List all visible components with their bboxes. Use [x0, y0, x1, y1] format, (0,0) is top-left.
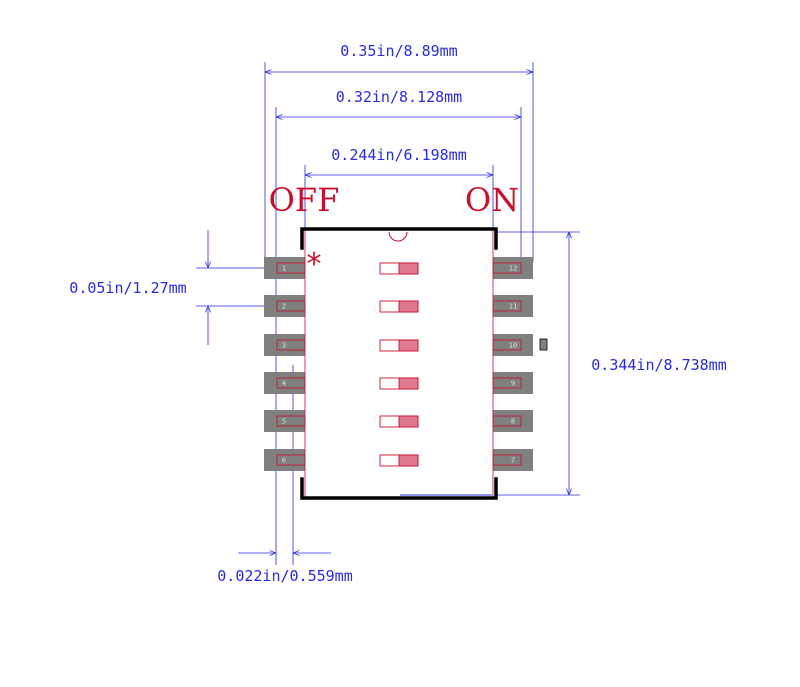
pin-number: 5	[282, 418, 286, 426]
pin-number: 6	[282, 457, 286, 465]
switch-4	[379, 377, 419, 390]
switch-actuator	[398, 262, 419, 275]
pin-number: 10	[509, 342, 517, 350]
switch-actuator	[398, 415, 419, 428]
pad-right-12: 12	[492, 257, 533, 279]
silkscreen-outline	[300, 227, 498, 500]
pad-right-8: 8	[492, 410, 533, 432]
pin-number: 1	[282, 265, 286, 273]
pad-left-5: 5	[264, 410, 306, 432]
pin1-marker: *	[307, 247, 322, 282]
pin-number: 12	[509, 265, 517, 273]
pin-number: 7	[511, 457, 515, 465]
dim-pitch-label: 0.05in/1.27mm	[69, 279, 186, 297]
switch-5	[379, 415, 419, 428]
dim-body-height-label: 0.344in/8.738mm	[591, 356, 726, 374]
pin-number: 8	[511, 418, 515, 426]
switch-actuator	[398, 300, 419, 313]
pad-right-11: 11	[492, 295, 533, 317]
switch-actuator	[398, 454, 419, 467]
pin1-notch	[388, 231, 408, 242]
pad-right-10: 10	[492, 334, 533, 356]
off-label: OFF	[269, 181, 340, 219]
on-label: ON	[465, 181, 519, 219]
pin-number: 9	[511, 380, 515, 388]
dim-body-height	[496, 231, 580, 496]
left-pad-column: 1 2 3 4 5 6	[264, 257, 306, 471]
pad-right-9: 9	[492, 372, 533, 394]
switch-actuator	[398, 339, 419, 352]
switch-1	[379, 262, 419, 275]
dim-overall-width-label: 0.35in/8.89mm	[340, 42, 457, 60]
pin-number: 4	[282, 380, 286, 388]
pad-left-2: 2	[264, 295, 306, 317]
dim-body-width	[304, 165, 494, 230]
pad-left-3: 3	[264, 334, 306, 356]
pad-left-4: 4	[264, 372, 306, 394]
pin-number: 11	[509, 303, 517, 311]
pad-left-6: 6	[264, 449, 306, 471]
right-pad-column: 12 11 10 9 8 7	[492, 257, 533, 471]
dim-pad-span-label: 0.32in/8.128mm	[336, 88, 462, 106]
switch-6	[379, 454, 419, 467]
switch-actuator	[398, 377, 419, 390]
dim-pad-width-label: 0.022in/0.559mm	[217, 567, 352, 585]
polarity-mark	[539, 338, 548, 351]
dim-overall-width	[264, 62, 534, 262]
pad-right-7: 7	[492, 449, 533, 471]
dim-body-width-label: 0.244in/6.198mm	[331, 146, 466, 164]
pad-left-1: 1	[264, 257, 306, 279]
switch-array	[379, 262, 419, 467]
pin-number: 2	[282, 303, 286, 311]
pin-number: 3	[282, 342, 286, 350]
switch-2	[379, 300, 419, 313]
switch-3	[379, 339, 419, 352]
